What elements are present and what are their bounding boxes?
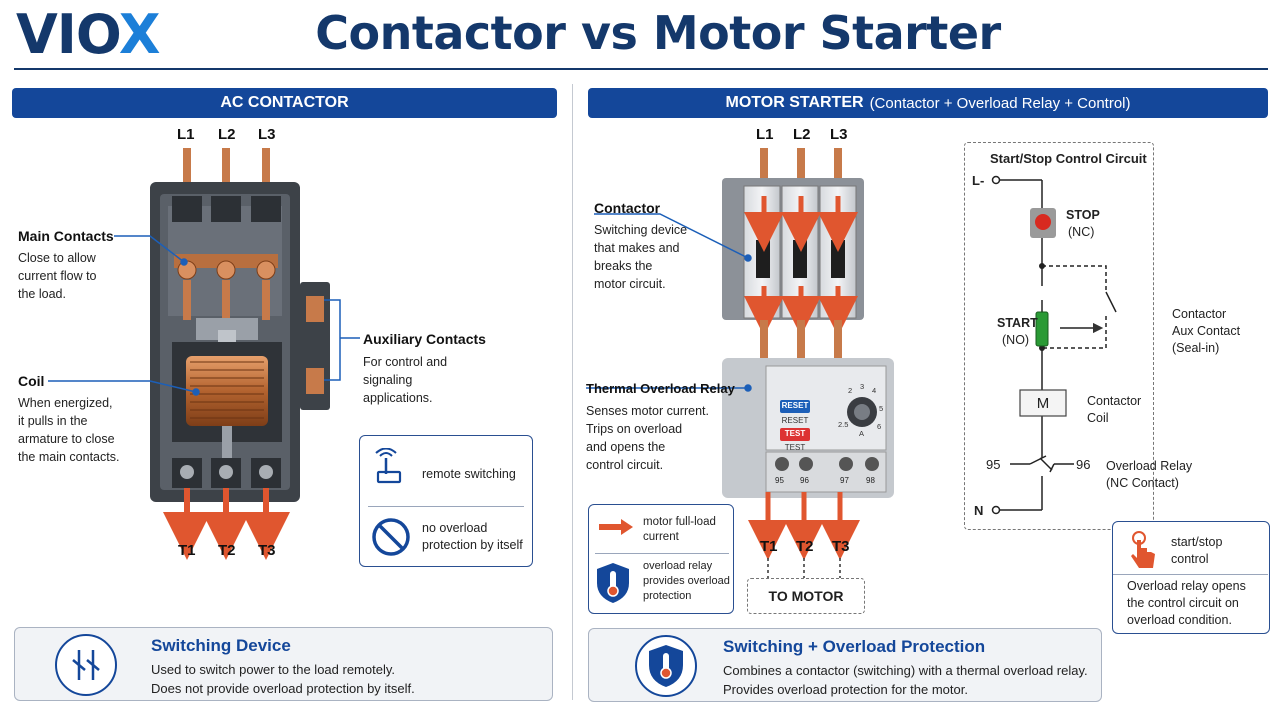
dial-mark-2: 2	[848, 386, 853, 395]
dial-unit-a: A	[859, 429, 865, 438]
line-terminal-label: L-	[972, 173, 985, 188]
start-label: START	[997, 316, 1038, 330]
left-callout-lines	[48, 235, 360, 396]
remote-switching-icon	[375, 448, 402, 484]
starter-legend-divider	[595, 553, 729, 554]
right-callout-lines	[586, 213, 752, 392]
overload-nc-label: Overload Relay(NC Contact)	[1106, 459, 1193, 490]
test-button: TEST	[784, 429, 806, 438]
neutral-terminal-label: N	[974, 503, 984, 518]
to-motor-label: TO MOTOR	[768, 588, 844, 604]
column-divider	[572, 84, 573, 700]
terminal-96: 96	[800, 476, 809, 485]
page-title: Contactor vs Motor Starter	[315, 6, 1001, 60]
overload-protection-summary: Combines a contactor (switching) with a …	[723, 663, 1088, 697]
hand-press-icon	[1131, 531, 1155, 568]
terminal-95: 95	[775, 476, 784, 485]
main-contacts-title: Main Contacts	[18, 228, 114, 244]
ac-contactor-body	[150, 148, 330, 560]
title-divider	[14, 68, 1268, 70]
no-icon	[372, 518, 410, 556]
contactor-legend-box: remote switching no overload protection …	[359, 435, 533, 567]
aux-contacts-title: Auxiliary Contacts	[363, 331, 486, 347]
switching-device-icon	[55, 634, 117, 696]
shield-icon	[635, 635, 697, 697]
ms-phase-l3-label: L3	[830, 126, 848, 143]
start-stop-divider	[1113, 574, 1268, 575]
control-circuit-box	[964, 142, 1154, 530]
switching-device-title: Switching Device	[151, 636, 291, 655]
ms-phase-t1-label: T1	[760, 538, 778, 555]
no-overload-text: no overload protection by itself	[422, 521, 523, 552]
motor-starter-body	[722, 148, 894, 578]
ms-phase-l1-label: L1	[756, 126, 774, 143]
coil-letter: M	[1036, 395, 1050, 412]
switching-device-card: Switching Device Used to switch power to…	[14, 627, 553, 701]
phase-l3-label: L3	[258, 126, 276, 143]
overload-relay-title: Thermal Overload Relay	[586, 381, 735, 396]
shield-thermometer-icon	[597, 563, 629, 603]
stop-nc-label: (NC)	[1068, 225, 1095, 239]
switching-device-text: Used to switch power to the load remotel…	[151, 662, 415, 696]
ol-95-label: 95	[986, 457, 1001, 472]
stop-label: STOP	[1066, 208, 1100, 222]
test-caption: TEST	[784, 443, 806, 452]
motor-starter-subtitle: (Contactor + Overload Relay + Control)	[869, 94, 1131, 112]
ms-phase-t3-label: T3	[832, 538, 850, 555]
to-motor-box: TO MOTOR	[747, 578, 865, 614]
control-circuit-title: Start/Stop Control Circuit	[990, 151, 1147, 166]
full-load-current-text: motor full-load current	[643, 516, 716, 543]
reset-caption: RESET	[781, 416, 809, 425]
start-no-label: (NO)	[1002, 333, 1030, 347]
phase-t3-label: T3	[258, 542, 276, 559]
reset-button: RESET	[781, 401, 809, 410]
terminal-98: 98	[866, 476, 875, 485]
overload-protection-text: overload relay provides overload protect…	[643, 560, 730, 602]
ac-contactor-title: AC CONTACTOR	[220, 94, 349, 111]
ol-96-label: 96	[1076, 457, 1091, 472]
motor-starter-header: MOTOR STARTER (Contactor + Overload Rela…	[588, 88, 1268, 118]
remote-switching-text: remote switching	[422, 467, 516, 481]
ms-phase-l2-label: L2	[793, 126, 811, 143]
ac-contactor-header: AC CONTACTOR	[12, 88, 557, 118]
contactor-title: Contactor	[594, 200, 661, 216]
motor-starter-title: MOTOR STARTER	[725, 94, 864, 111]
coil-box	[1019, 389, 1067, 417]
coil-title: Coil	[18, 373, 45, 389]
overload-protection-title: Switching + Overload Protection	[723, 637, 986, 656]
starter-legend-box: motor full-load current overload relay p…	[588, 504, 734, 614]
dial-mark-6: 6	[877, 422, 882, 431]
legend-divider	[368, 506, 524, 507]
start-button-icon	[1035, 311, 1049, 347]
phase-l2-label: L2	[218, 126, 236, 143]
phase-l1-label: L1	[177, 126, 195, 143]
viox-logo: VIOX	[16, 3, 161, 66]
dial-mark-4: 4	[872, 386, 877, 395]
dial-mark-3: 3	[860, 382, 865, 391]
terminal-97: 97	[840, 476, 849, 485]
overload-protection-card: Switching + Overload Protection Combines…	[588, 628, 1102, 702]
phase-t2-label: T2	[218, 542, 236, 559]
phase-t1-label: T1	[178, 542, 196, 559]
red-arrow-icon	[599, 519, 633, 535]
dial-mark-5: 5	[879, 404, 884, 413]
dial-mark-2-5: 2.5	[838, 420, 849, 429]
ms-phase-t2-label: T2	[796, 538, 814, 555]
